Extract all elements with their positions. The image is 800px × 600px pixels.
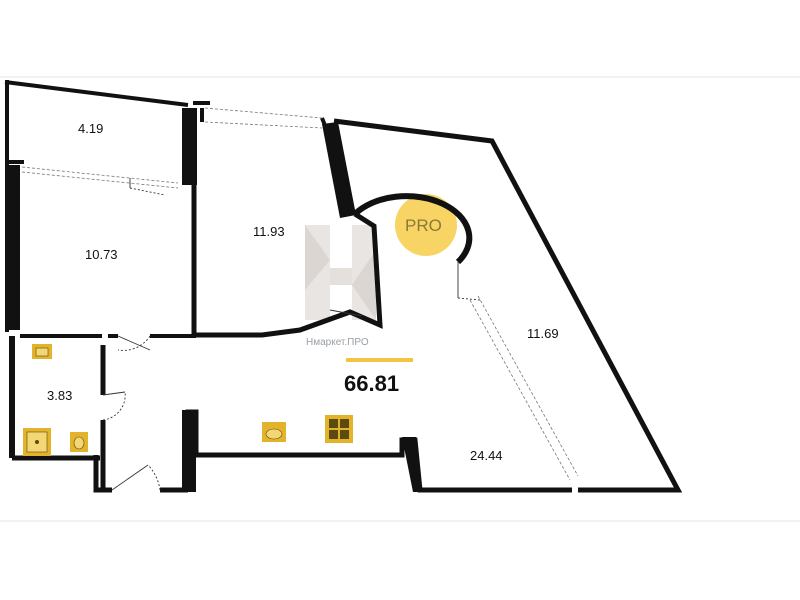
walls bbox=[4, 80, 683, 493]
window-icon bbox=[21, 107, 579, 481]
room-area-bedroom: 10.73 bbox=[85, 247, 118, 262]
stove-icon bbox=[325, 415, 353, 443]
total-area: 66.81 bbox=[344, 371, 399, 396]
toilet-icon bbox=[70, 432, 88, 452]
sink-icon bbox=[32, 344, 286, 442]
room-area-middle: 11.93 bbox=[253, 224, 285, 239]
room-area-storage: 4.19 bbox=[78, 121, 103, 136]
room-area-kitchen-living: 24.44 bbox=[470, 448, 503, 463]
door-swing-icon bbox=[102, 178, 481, 491]
total-area-accent-line bbox=[346, 358, 413, 362]
pro-badge-icon bbox=[395, 194, 457, 256]
watermark-logo-icon bbox=[305, 225, 376, 320]
room-area-loggia: 11.69 bbox=[527, 326, 559, 341]
watermark-text: Нмаркет.ПРО bbox=[306, 337, 369, 348]
room-area-bathroom: 3.83 bbox=[47, 388, 72, 403]
pro-badge-text: PRO bbox=[405, 216, 442, 235]
bathtub-icon bbox=[23, 428, 51, 456]
